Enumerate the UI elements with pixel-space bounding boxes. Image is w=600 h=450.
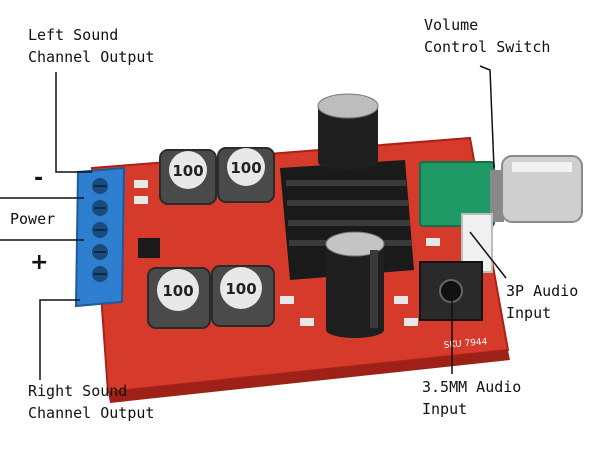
audio-35-label-line2: Input — [422, 400, 468, 418]
smd-components — [134, 180, 440, 326]
leader-right-output — [39, 299, 80, 380]
leader-left-output — [55, 72, 92, 173]
right-output-label-line1: Right Sound — [28, 382, 128, 400]
audio-35-label: 3.5MM Audio Input — [422, 376, 521, 420]
audio-3p-label-line1: 3P Audio — [506, 282, 579, 300]
screw-terminal-block — [74, 166, 126, 308]
inductor-label-4: 100 — [225, 280, 256, 298]
minus-symbol: - — [34, 166, 44, 191]
sku-text: SKU 7944 — [443, 337, 488, 351]
volume-label-line1: Volume — [424, 16, 479, 34]
volume-label-line2: Control Switch — [424, 38, 551, 56]
left-output-label-line1: Left Sound — [28, 26, 119, 44]
inductor-label-1: 100 — [172, 162, 203, 180]
audio-3p-label: 3P Audio Input — [506, 280, 578, 324]
audio-35-label-line1: 3.5MM Audio — [422, 378, 522, 396]
plus-symbol: + — [30, 250, 49, 275]
inductor-bottom-left — [147, 267, 211, 329]
leader-lines — [0, 65, 507, 380]
power-label: Power — [10, 210, 56, 228]
volume-label: Volume Control Switch — [424, 14, 550, 58]
right-output-label: Right Sound Channel Output — [28, 380, 154, 424]
audio-3p-label-line2: Input — [506, 304, 552, 322]
inductor-top-left — [159, 149, 217, 205]
jack-35mm — [419, 261, 483, 321]
leader-3p — [469, 231, 507, 279]
left-output-label-line2: Channel Output — [28, 48, 155, 66]
inductor-bottom-right — [211, 265, 275, 327]
inductor-label-2: 100 — [230, 159, 261, 177]
volume-potentiometer — [419, 155, 583, 227]
capacitor-rear — [317, 93, 379, 170]
leader-volume — [479, 65, 495, 169]
right-output-label-line2: Channel Output — [28, 404, 155, 422]
pcb-edge — [108, 350, 510, 403]
capacitor-front — [325, 231, 385, 338]
inductor-top-right — [217, 147, 275, 203]
inductor-label-3: 100 — [162, 282, 193, 300]
left-output-label: Left Sound Channel Output — [28, 24, 154, 68]
